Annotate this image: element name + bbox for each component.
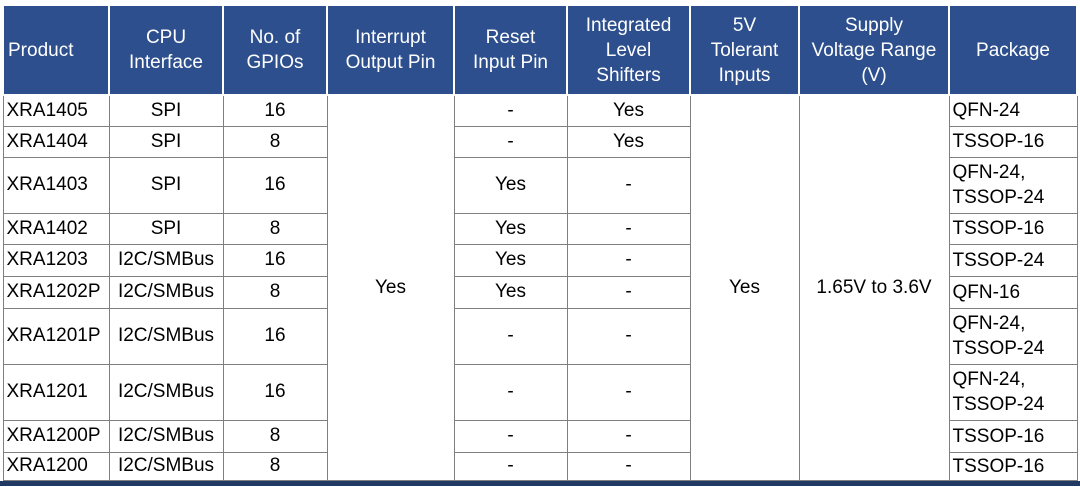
table-row: XRA1203 I2C/SMBus 16 Yes - TSSOP-24 bbox=[2, 243, 1078, 277]
cell-reset-input-pin: Yes bbox=[453, 212, 568, 245]
cell-package: TSSOP-16 bbox=[948, 419, 1078, 453]
cell-cpu-interface: SPI bbox=[108, 212, 224, 245]
cell-supply-voltage-merged: 1.65V to 3.6V bbox=[798, 94, 950, 481]
cell-cpu-interface: SPI bbox=[108, 94, 224, 127]
table-row: XRA1405 SPI 16 Yes - Yes Yes 1.65V to 3.… bbox=[2, 94, 1078, 481]
cell-level-shifters: - bbox=[566, 363, 691, 421]
table-row: XRA1200 I2C/SMBus 8 - - TSSOP-16 bbox=[2, 451, 1078, 481]
cell-level-shifters: - bbox=[566, 212, 691, 245]
cell-gpios: 8 bbox=[222, 275, 328, 309]
cell-cpu-interface: I2C/SMBus bbox=[108, 363, 224, 421]
cell-level-shifters: Yes bbox=[566, 94, 691, 127]
cell-package: QFN-24, TSSOP-24 bbox=[948, 156, 1078, 214]
cell-gpios: 8 bbox=[222, 419, 328, 453]
table-row: XRA1200P I2C/SMBus 8 - - TSSOP-16 bbox=[2, 419, 1078, 453]
cell-product: XRA1203 bbox=[2, 243, 110, 277]
cell-reset-input-pin: - bbox=[453, 451, 568, 481]
cell-reset-input-pin: Yes bbox=[453, 275, 568, 309]
cell-reset-input-pin: - bbox=[453, 125, 568, 158]
cell-level-shifters: - bbox=[566, 307, 691, 365]
header-row: Product CPU Interface No. of GPIOs Inter… bbox=[2, 4, 1078, 96]
table-row: XRA1201 I2C/SMBus 16 - - QFN-24, TSSOP-2… bbox=[2, 363, 1078, 421]
column-header-cpu-interface: CPU Interface bbox=[108, 4, 224, 96]
cell-product: XRA1405 bbox=[2, 94, 110, 127]
cell-product: XRA1201P bbox=[2, 307, 110, 365]
cell-level-shifters: - bbox=[566, 243, 691, 277]
cell-gpios: 16 bbox=[222, 307, 328, 365]
cell-gpios: 8 bbox=[222, 212, 328, 245]
cell-product: XRA1200 bbox=[2, 451, 110, 481]
cell-reset-input-pin: - bbox=[453, 419, 568, 453]
cell-interrupt-output-pin-merged: Yes bbox=[326, 94, 455, 481]
table-row: XRA1201P I2C/SMBus 16 - - QFN-24, TSSOP-… bbox=[2, 307, 1078, 365]
cell-gpios: 8 bbox=[222, 451, 328, 481]
cell-reset-input-pin: - bbox=[453, 363, 568, 421]
cell-package: TSSOP-16 bbox=[948, 451, 1078, 481]
cell-package: QFN-24, TSSOP-24 bbox=[948, 363, 1078, 421]
cell-product: XRA1202P bbox=[2, 275, 110, 309]
cell-gpios: 16 bbox=[222, 363, 328, 421]
cell-reset-input-pin: - bbox=[453, 307, 568, 365]
cell-gpios: 8 bbox=[222, 125, 328, 158]
cell-level-shifters: Yes bbox=[566, 125, 691, 158]
column-header-supply-voltage-range: Supply Voltage Range (V) bbox=[798, 4, 950, 96]
cell-cpu-interface: I2C/SMBus bbox=[108, 275, 224, 309]
cell-cpu-interface: I2C/SMBus bbox=[108, 419, 224, 453]
cell-product: XRA1201 bbox=[2, 363, 110, 421]
table-row: XRA1202P I2C/SMBus 8 Yes - QFN-16 bbox=[2, 275, 1078, 309]
table-row: XRA1402 SPI 8 Yes - TSSOP-16 bbox=[2, 212, 1078, 245]
cell-reset-input-pin: - bbox=[453, 94, 568, 127]
cell-cpu-interface: SPI bbox=[108, 156, 224, 214]
cell-package: TSSOP-16 bbox=[948, 212, 1078, 245]
column-header-5v-tolerant-inputs: 5V Tolerant Inputs bbox=[689, 4, 800, 96]
cell-package: QFN-24 bbox=[948, 94, 1078, 127]
column-header-gpios: No. of GPIOs bbox=[222, 4, 328, 96]
cell-gpios: 16 bbox=[222, 156, 328, 214]
cell-cpu-interface: SPI bbox=[108, 125, 224, 158]
table-row: XRA1404 SPI 8 - Yes TSSOP-16 bbox=[2, 125, 1078, 158]
cell-level-shifters: - bbox=[566, 451, 691, 481]
cell-5v-tolerant-merged: Yes bbox=[689, 94, 800, 481]
cell-level-shifters: - bbox=[566, 275, 691, 309]
cell-package: QFN-24, TSSOP-24 bbox=[948, 307, 1078, 365]
cell-package: TSSOP-16 bbox=[948, 125, 1078, 158]
cell-package: QFN-16 bbox=[948, 275, 1078, 309]
column-header-reset-input-pin: Reset Input Pin bbox=[453, 4, 568, 96]
cell-product: XRA1402 bbox=[2, 212, 110, 245]
table-row: XRA1403 SPI 16 Yes - QFN-24, TSSOP-24 bbox=[2, 156, 1078, 214]
cell-product: XRA1200P bbox=[2, 419, 110, 453]
cell-product: XRA1404 bbox=[2, 125, 110, 158]
column-header-interrupt-output-pin: Interrupt Output Pin bbox=[326, 4, 455, 96]
cell-cpu-interface: I2C/SMBus bbox=[108, 307, 224, 365]
cell-gpios: 16 bbox=[222, 243, 328, 277]
column-header-level-shifters: Integrated Level Shifters bbox=[566, 4, 691, 96]
column-header-package: Package bbox=[948, 4, 1078, 96]
cell-cpu-interface: I2C/SMBus bbox=[108, 243, 224, 277]
cell-product: XRA1403 bbox=[2, 156, 110, 214]
product-selection-table: Product CPU Interface No. of GPIOs Inter… bbox=[2, 4, 1078, 481]
column-header-product: Product bbox=[2, 4, 110, 96]
bottom-border-bar bbox=[0, 481, 1080, 486]
cell-reset-input-pin: Yes bbox=[453, 156, 568, 214]
cell-level-shifters: - bbox=[566, 419, 691, 453]
cell-level-shifters: - bbox=[566, 156, 691, 214]
cell-reset-input-pin: Yes bbox=[453, 243, 568, 277]
cell-package: TSSOP-24 bbox=[948, 243, 1078, 277]
cell-cpu-interface: I2C/SMBus bbox=[108, 451, 224, 481]
cell-gpios: 16 bbox=[222, 94, 328, 127]
